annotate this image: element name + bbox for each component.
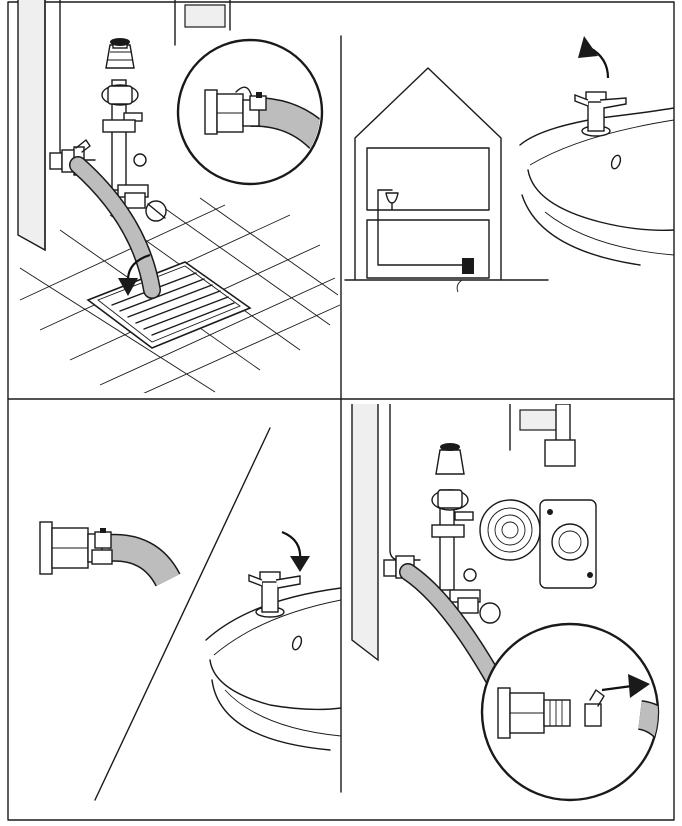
circulation-pump-icon	[479, 439, 597, 589]
boiler-icon	[351, 404, 571, 662]
panel-frame	[7, 1, 675, 821]
drain-hose-icon	[69, 156, 161, 299]
boiler-icon	[17, 0, 231, 252]
floor-drain-grate-icon	[86, 261, 252, 349]
hose-connector-icon	[39, 521, 181, 588]
panel-drain-hose-to-floor-drain	[17, 0, 341, 393]
curved-arrow-up-icon	[578, 36, 610, 79]
right-arrow-icon	[601, 674, 650, 698]
house-cross-section-icon	[344, 67, 549, 293]
hose-clamp-detail-circle	[480, 622, 660, 802]
panel-remove-hose-from-drain-cock	[351, 404, 660, 802]
panel-hose-connector-close-tap	[39, 427, 341, 801]
panel-open-hot-water-tap	[344, 36, 674, 293]
sink-tap-icon	[519, 91, 674, 266]
down-arrow-icon	[118, 253, 151, 296]
sink-tap-icon	[205, 571, 341, 751]
curved-arrow-down-icon	[281, 530, 310, 572]
hose-clamp-detail-circle	[176, 38, 324, 186]
